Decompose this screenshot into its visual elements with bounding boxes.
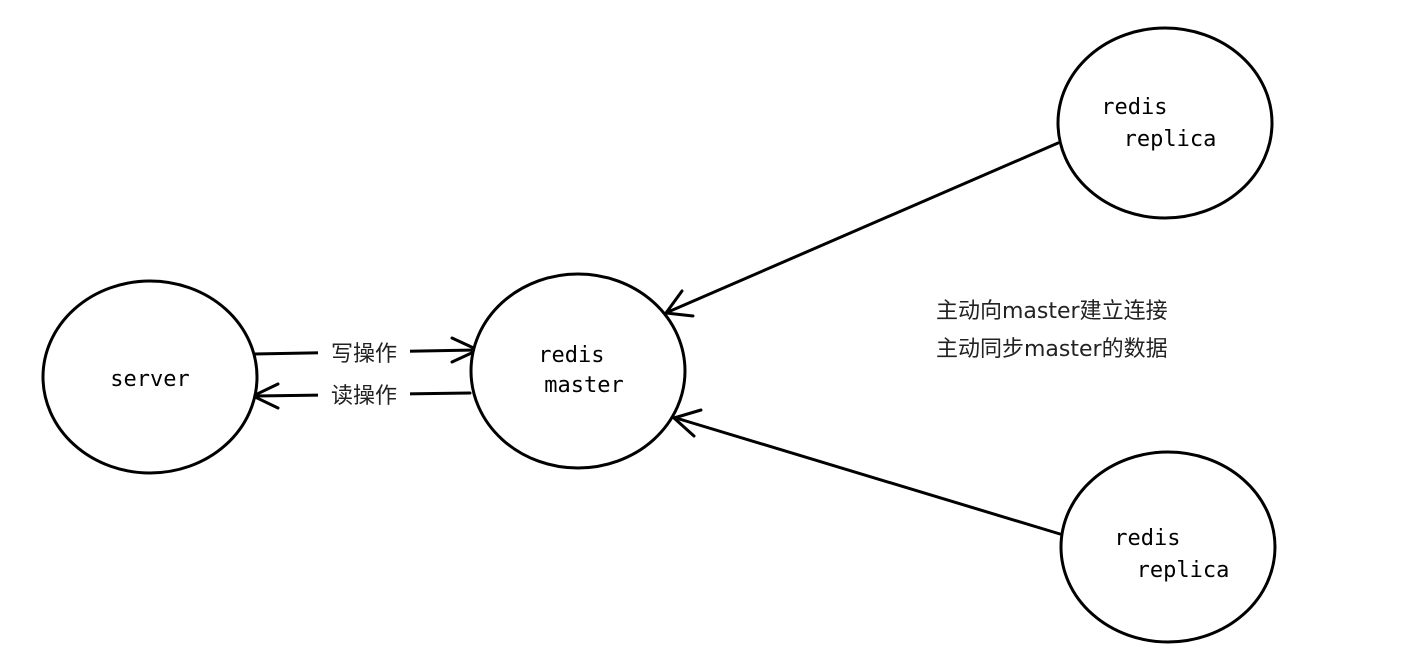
replica-top-edge bbox=[664, 141, 1060, 318]
replica-bottom-edge bbox=[672, 408, 1062, 536]
replica-note: 主动向master建立连接 主动同步master的数据 bbox=[936, 299, 1168, 362]
replica-top-label-line-1: redis bbox=[1101, 95, 1167, 120]
master-label: redis master bbox=[538, 343, 623, 398]
edge-labels: 写操作 读操作 bbox=[318, 338, 410, 410]
server-label: server bbox=[110, 367, 189, 392]
master-label-line-1: redis bbox=[538, 343, 604, 368]
write-label: 写操作 bbox=[331, 342, 397, 367]
server-circle bbox=[41, 279, 259, 475]
node-replica-bottom: redis replica bbox=[1059, 450, 1277, 644]
replica-top-label-line-2: replica bbox=[1124, 127, 1217, 152]
replica-top-circle bbox=[1056, 26, 1274, 220]
read-label: 读操作 bbox=[331, 384, 397, 409]
master-label-line-2: master bbox=[544, 373, 623, 398]
replica-bottom-label-line-1: redis bbox=[1114, 526, 1180, 551]
note-line-2: 主动同步master的数据 bbox=[936, 337, 1168, 362]
replica-bottom-label: redis replica bbox=[1114, 526, 1229, 583]
node-server: server bbox=[41, 279, 259, 475]
server-label-line-1: server bbox=[110, 367, 189, 392]
master-circle bbox=[469, 272, 687, 470]
replica-bottom-label-line-2: replica bbox=[1137, 558, 1230, 583]
node-replica-top: redis replica bbox=[1056, 26, 1274, 220]
replica-top-label: redis replica bbox=[1101, 95, 1216, 152]
replica-bottom-circle bbox=[1059, 450, 1277, 644]
note-line-1: 主动向master建立连接 bbox=[936, 299, 1168, 324]
node-master: redis master bbox=[469, 272, 687, 470]
